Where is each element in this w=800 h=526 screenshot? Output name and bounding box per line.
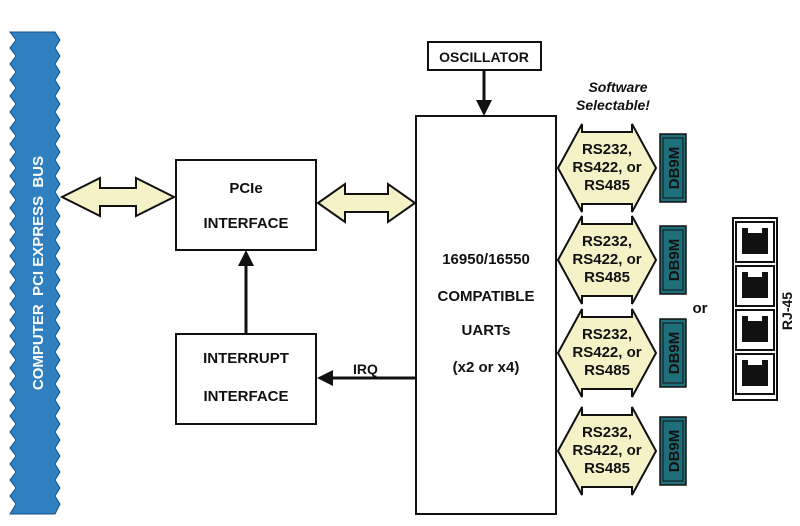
oscillator-to-uart-arrow [476, 70, 492, 116]
serial-port-4: RS232, RS422, or RS485 DB9M [556, 406, 687, 496]
port-1-arrow [556, 123, 658, 213]
port-3-line1: RS232, [582, 326, 632, 343]
bus-label: COMPUTER PCI EXPRESS BUS [30, 156, 47, 390]
db9m-connector-4 [659, 416, 687, 486]
uart-box: 16950/16550 COMPATIBLE UARTs (x2 or x4) [415, 115, 557, 515]
uart-line3: UARTs [462, 322, 511, 339]
port-4-arrow [556, 406, 658, 496]
irq-label: IRQ [353, 361, 378, 377]
pcie-line1: PCIe [229, 180, 262, 197]
pcie-uart-double-arrow [316, 182, 417, 224]
rj45-label: RJ-45 [779, 292, 795, 330]
interrupt-line1: INTERRUPT [203, 350, 289, 367]
port-1-line3: RS485 [584, 177, 630, 194]
oscillator-box: OSCILLATOR [427, 41, 542, 71]
uart-line1: 16950/16550 [442, 251, 530, 268]
port-2-line2: RS422, or [572, 251, 641, 268]
port-4-line3: RS485 [584, 460, 630, 477]
uart-line2: COMPATIBLE [438, 288, 535, 305]
port-3-line2: RS422, or [572, 344, 641, 361]
db9m-connector-2 [659, 225, 687, 295]
pci-express-bus: COMPUTER PCI EXPRESS BUS [9, 31, 61, 515]
rj45-jack-3 [735, 309, 775, 351]
port-2-line1: RS232, [582, 233, 632, 250]
port-2-arrow [556, 215, 658, 305]
bus-pcie-double-arrow [59, 176, 177, 218]
port-1-line1: RS232, [582, 141, 632, 158]
oscillator-label: OSCILLATOR [439, 49, 529, 65]
port-4-line1: RS232, [582, 424, 632, 441]
rj45-jack-2 [735, 265, 775, 307]
port-1-line2: RS422, or [572, 159, 641, 176]
interrupt-to-pcie-arrow [238, 250, 254, 334]
rj45-jack-4 [735, 353, 775, 395]
serial-port-3: RS232, RS422, or RS485 DB9M [556, 308, 687, 398]
db9m-label-3: DB9M [666, 332, 683, 375]
serial-port-1: RS232, RS422, or RS485 DB9M [556, 123, 687, 213]
rj45-jack-stack: RJ-45 [732, 217, 795, 401]
db9m-connector-1 [659, 133, 687, 203]
uart-line4: (x2 or x4) [453, 359, 520, 376]
pcie-interface-box: PCIe INTERFACE [175, 159, 317, 251]
serial-port-2: RS232, RS422, or RS485 DB9M [556, 215, 687, 305]
db9m-label-2: DB9M [666, 239, 683, 282]
db9m-label-1: DB9M [666, 147, 683, 190]
pcie-line2: INTERFACE [203, 215, 288, 232]
irq-arrow: IRQ [317, 361, 416, 386]
software-note-line2: Selectable! [576, 97, 650, 113]
port-2-line3: RS485 [584, 269, 630, 286]
port-3-line3: RS485 [584, 362, 630, 379]
db9m-connector-3 [659, 318, 687, 388]
software-note-line1: Software [588, 79, 647, 95]
port-4-line2: RS422, or [572, 442, 641, 459]
software-selectable-note: Software Selectable! [576, 79, 650, 113]
db9m-label-4: DB9M [666, 430, 683, 473]
port-3-arrow [556, 308, 658, 398]
interrupt-interface-box: INTERRUPT INTERFACE [175, 333, 317, 425]
interrupt-line2: INTERFACE [203, 388, 288, 405]
or-label: or [693, 300, 708, 317]
rj45-jack-1 [735, 221, 775, 263]
